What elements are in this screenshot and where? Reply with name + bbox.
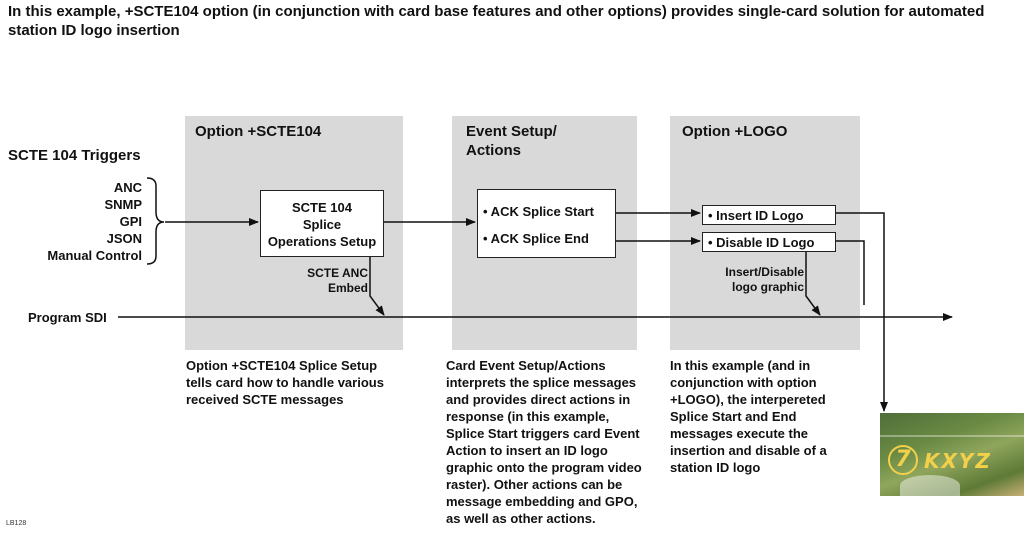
insert-id-logo-label: • Insert ID Logo <box>708 208 804 223</box>
arrow-logo-graphic <box>805 252 821 316</box>
logo-description: In this example (and in conjunction with… <box>670 358 827 475</box>
event-actions-box: • ACK Splice Start • ACK Splice End <box>477 189 616 258</box>
trigger-gpi: GPI <box>119 214 142 229</box>
trigger-snmp: SNMP <box>104 197 142 212</box>
trigger-anc: ANC <box>113 180 142 195</box>
scte104-box-line-1: SCTE 104 <box>292 200 352 215</box>
scte104-description: Option +SCTE104 Splice Setup tells card … <box>186 358 384 407</box>
line-insert-to-output <box>836 212 888 412</box>
line-disable-to-output <box>836 240 865 305</box>
scte-anc-embed-label: SCTE ANC Embed <box>280 266 368 296</box>
program-sdi-label: Program SDI <box>28 310 107 325</box>
event-description: Card Event Setup/Actions interprets the … <box>446 358 642 526</box>
output-video-thumbnail: 7 KXYZ <box>880 413 1024 496</box>
scte-anc-embed-line-1: SCTE ANC <box>307 266 368 280</box>
logo-graphic-label: Insert/Disable logo graphic <box>700 265 804 295</box>
panel-logo-title: Option +LOGO <box>682 123 788 140</box>
trigger-json: JSON <box>106 231 142 246</box>
logo-badge-circle <box>888 445 918 475</box>
scte-anc-embed-line-2: Embed <box>327 281 368 295</box>
figure-code: LB128 <box>6 520 27 527</box>
scte104-box-line-2: Splice <box>302 217 342 232</box>
panel-scte104-title: Option +SCTE104 <box>195 123 322 140</box>
logo-graphic-line-1: Insert/Disable <box>725 265 804 279</box>
logo-graphic-line-2: logo graphic <box>732 280 804 294</box>
event-ack-splice-end: • ACK Splice End <box>483 231 589 246</box>
triggers-brace <box>146 177 165 265</box>
triggers-title: SCTE 104 Triggers <box>8 147 141 164</box>
disable-id-logo-label: • Disable ID Logo <box>708 235 815 250</box>
event-ack-splice-start: • ACK Splice Start <box>483 204 594 219</box>
scte104-box-line-3: Operations Setup <box>267 234 377 249</box>
diagram-heading: In this example, +SCTE104 option (in con… <box>8 3 985 39</box>
video-field-light <box>900 475 960 496</box>
arrow-scte-anc-embed <box>369 257 385 316</box>
insert-id-logo-box: • Insert ID Logo <box>702 205 836 225</box>
trigger-manual-control: Manual Control <box>47 248 142 263</box>
logo-call-sign: KXYZ <box>924 449 992 473</box>
logo-badge-number: 7 <box>895 447 911 472</box>
panel-event-title: Event Setup/ Actions <box>466 123 557 159</box>
scte104-splice-setup-box: SCTE 104 Splice Operations Setup <box>260 190 384 257</box>
video-field-line <box>880 435 1024 437</box>
disable-id-logo-box: • Disable ID Logo <box>702 232 836 252</box>
